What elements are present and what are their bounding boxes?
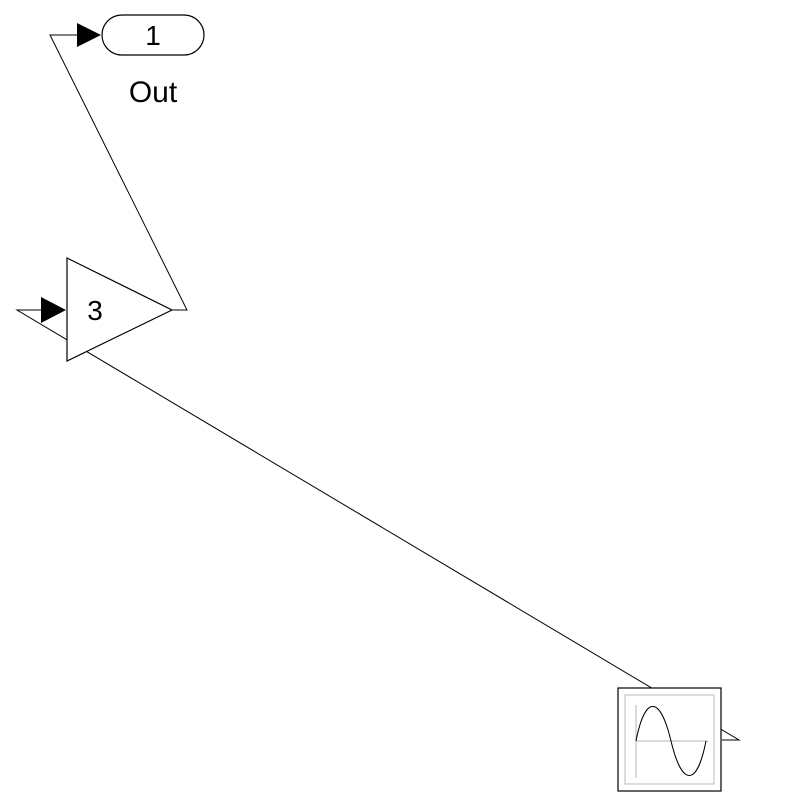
gain-input-arrow [41, 297, 66, 323]
outport-input-arrow [77, 23, 101, 47]
outport-number: 1 [145, 20, 161, 51]
sine-wave-inner-frame [624, 694, 715, 785]
outport-block[interactable]: 1 Out [77, 14, 205, 109]
signal-line-sine-to-gain[interactable] [15, 309, 741, 741]
gain-value: 3 [87, 295, 103, 326]
gain-block[interactable]: 3 [41, 257, 174, 362]
outport-shape [101, 14, 205, 56]
sine-wave-icon [635, 705, 708, 778]
outport-name-label: Out [129, 76, 178, 109]
sine-wave-block[interactable] [617, 687, 722, 792]
signal-line-gain-to-out[interactable] [49, 34, 188, 311]
gain-triangle [66, 257, 174, 362]
sine-wave-outer-frame [617, 687, 722, 792]
